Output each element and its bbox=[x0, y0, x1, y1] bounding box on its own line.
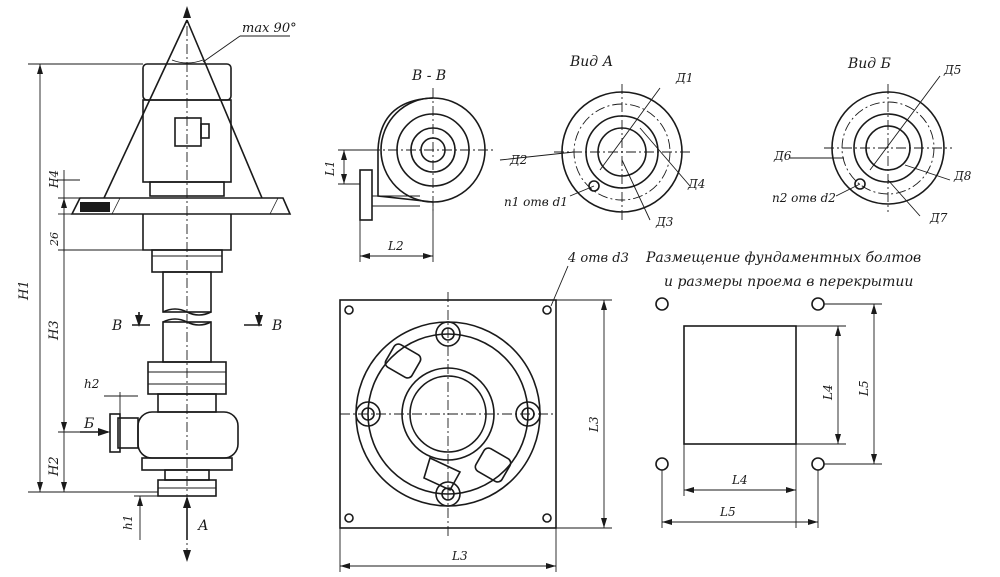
dim-L4-horizontal: L4 bbox=[731, 473, 748, 487]
view-a-title: Вид А bbox=[569, 54, 613, 70]
dim-H3: H3 bbox=[47, 320, 62, 341]
dim-h1: h1 bbox=[121, 515, 135, 530]
dim-D5: Д5 bbox=[943, 63, 961, 77]
n2-holes-label: n2 отв d2 bbox=[772, 191, 836, 205]
dim-H1: H1 bbox=[17, 280, 32, 301]
dim-D2: Д2 bbox=[509, 153, 527, 167]
view-b bbox=[790, 75, 952, 217]
dim-D4: Д4 bbox=[687, 177, 705, 191]
section-mark-left: В bbox=[111, 318, 122, 334]
view-b-title: Вид Б bbox=[847, 56, 891, 72]
dim-26: 26 bbox=[48, 232, 61, 247]
max-angle-label: max 90° bbox=[242, 21, 297, 36]
placement-title-line1: Размещение фундаментных болтов bbox=[645, 250, 921, 266]
dim-D3: Д3 bbox=[655, 215, 674, 229]
dim-H4: H4 bbox=[47, 170, 61, 189]
base-plate-plan bbox=[339, 265, 612, 572]
dim-L2: L2 bbox=[387, 239, 404, 253]
section-b-b-view bbox=[338, 88, 496, 262]
view-a bbox=[499, 84, 691, 221]
dim-D1: Д1 bbox=[675, 71, 693, 85]
view-arrow-a-label: А bbox=[197, 518, 209, 534]
placement-title-line2: и размеры проема в перекрытии bbox=[664, 274, 913, 290]
view-arrow-b-label: Б bbox=[83, 416, 94, 432]
section-b-b-title: В - В bbox=[411, 68, 446, 84]
four-holes-label: 4 отв d3 bbox=[567, 251, 629, 266]
dim-L3-vertical: L3 bbox=[587, 416, 601, 433]
dim-h2: h2 bbox=[84, 377, 99, 391]
dim-L1: L1 bbox=[323, 160, 337, 177]
dim-H2: H2 bbox=[47, 456, 62, 477]
pump-side-view bbox=[28, 6, 292, 562]
dim-D7: Д7 bbox=[929, 211, 948, 225]
dim-L5-horizontal: L5 bbox=[719, 505, 736, 519]
dim-D6: Д6 bbox=[773, 149, 792, 163]
dim-D8: Д8 bbox=[953, 169, 972, 183]
dim-L5-vertical: L5 bbox=[857, 380, 871, 397]
section-mark-right: В bbox=[271, 318, 282, 334]
n1-holes-label: n1 отв d1 bbox=[504, 195, 568, 209]
foundation-opening bbox=[655, 297, 882, 528]
dim-L3-horizontal: L3 bbox=[451, 549, 468, 563]
dim-L4-vertical: L4 bbox=[821, 384, 835, 401]
